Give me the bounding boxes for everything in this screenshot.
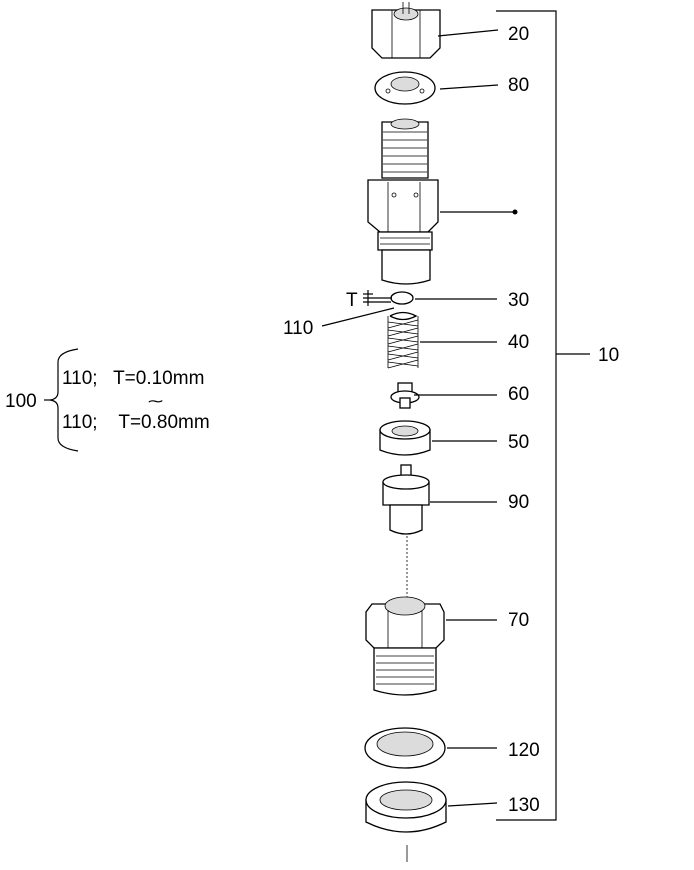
callout-30: 30 bbox=[508, 290, 529, 311]
part-120-gasket-ring bbox=[364, 727, 446, 769]
callout-t: T bbox=[346, 290, 358, 311]
part-40-spring bbox=[387, 311, 419, 369]
callout-120: 120 bbox=[508, 740, 540, 761]
callout-130: 130 bbox=[508, 795, 540, 816]
callout-50: 50 bbox=[508, 432, 529, 453]
leader-110 bbox=[321, 307, 395, 327]
part-60-spring-seat bbox=[390, 382, 420, 409]
part-20-hex-nut bbox=[371, 2, 441, 59]
callout-90: 90 bbox=[508, 492, 529, 513]
bracket-100 bbox=[49, 348, 79, 452]
part-90-nozzle bbox=[382, 464, 430, 535]
part-70-retaining-nut bbox=[365, 596, 445, 696]
shim-range-tilde: ⁓ bbox=[148, 393, 163, 410]
part-80-washer bbox=[374, 71, 436, 105]
callout-100: 100 bbox=[5, 391, 37, 412]
callout-10: 10 bbox=[598, 345, 619, 366]
callout-40: 40 bbox=[508, 332, 529, 353]
callout-80: 80 bbox=[508, 75, 529, 96]
leader-20 bbox=[437, 29, 499, 37]
shim-row-1: 110; T=0.10mm bbox=[62, 368, 204, 389]
leader-body-dot bbox=[512, 209, 518, 215]
callout-110: 110 bbox=[283, 318, 313, 339]
part-30-shim-disc bbox=[390, 291, 414, 305]
part-130-heat-shield-cup bbox=[365, 781, 447, 833]
callout-60: 60 bbox=[508, 384, 529, 405]
leader-80 bbox=[439, 84, 499, 90]
callout-70: 70 bbox=[508, 610, 529, 631]
callout-20: 20 bbox=[508, 24, 529, 45]
part-50-spacer bbox=[379, 420, 431, 456]
leader-130 bbox=[447, 802, 498, 807]
bracket-10 bbox=[496, 10, 557, 821]
thickness-marker bbox=[363, 290, 392, 306]
nozzle-holder-body bbox=[367, 118, 439, 285]
shim-row-2: 110; T=0.80mm bbox=[62, 412, 210, 433]
